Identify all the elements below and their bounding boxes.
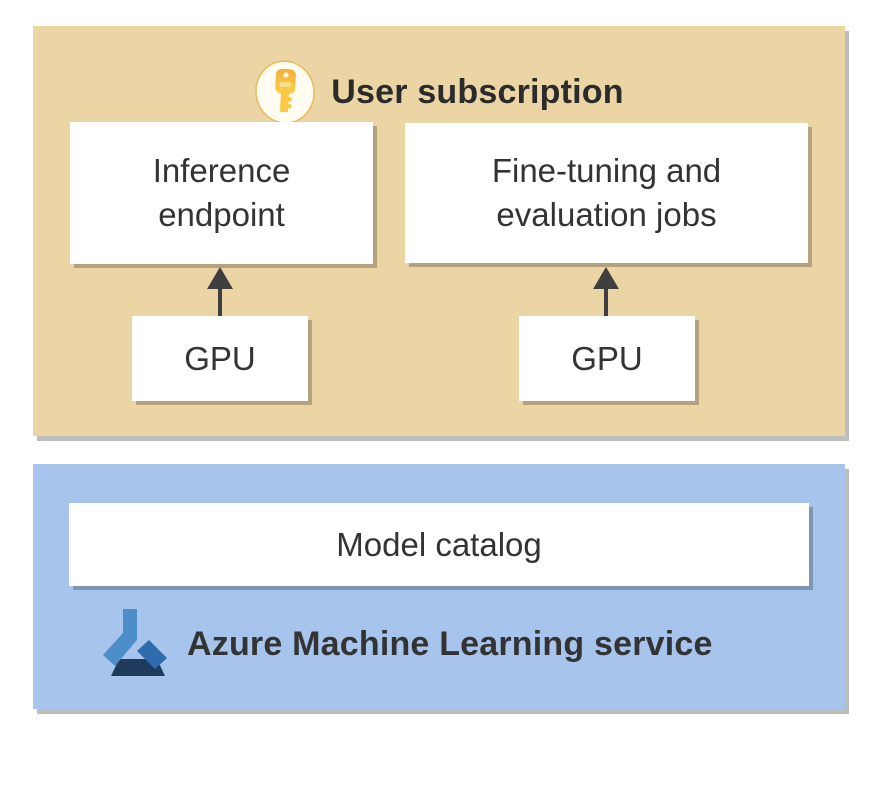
arrow-head-icon	[593, 267, 619, 289]
gpu-box-left: GPU	[132, 316, 308, 401]
user-subscription-header: User subscription	[33, 60, 845, 124]
arrow-line	[218, 289, 222, 317]
arrow-head-icon	[207, 267, 233, 289]
user-subscription-title: User subscription	[331, 72, 624, 111]
gpu-to-finetuning-arrow	[593, 267, 619, 317]
gpu-to-inference-arrow	[207, 267, 233, 317]
user-subscription-panel: User subscription Inference endpoint Fin…	[33, 26, 845, 436]
gpu-label: GPU	[184, 339, 256, 377]
azure-ml-panel: Model catalog Azure Machine Learning ser…	[33, 464, 845, 709]
finetuning-evaluation-label: Fine-tuning and evaluation jobs	[491, 152, 722, 233]
inference-endpoint-box: Inference endpoint	[70, 122, 373, 264]
inference-endpoint-label: Inference endpoint	[152, 152, 291, 233]
azure-ml-caption: Azure Machine Learning service	[103, 609, 823, 679]
finetuning-evaluation-box: Fine-tuning and evaluation jobs	[405, 123, 808, 263]
gpu-box-right: GPU	[519, 316, 695, 401]
arrow-line	[604, 289, 608, 317]
model-catalog-label: Model catalog	[336, 525, 542, 563]
gpu-label: GPU	[571, 339, 643, 377]
model-catalog-box: Model catalog	[69, 503, 809, 586]
azure-machine-learning-icon	[103, 609, 167, 676]
azure-ml-title: Azure Machine Learning service	[187, 624, 713, 663]
key-icon	[255, 60, 316, 124]
